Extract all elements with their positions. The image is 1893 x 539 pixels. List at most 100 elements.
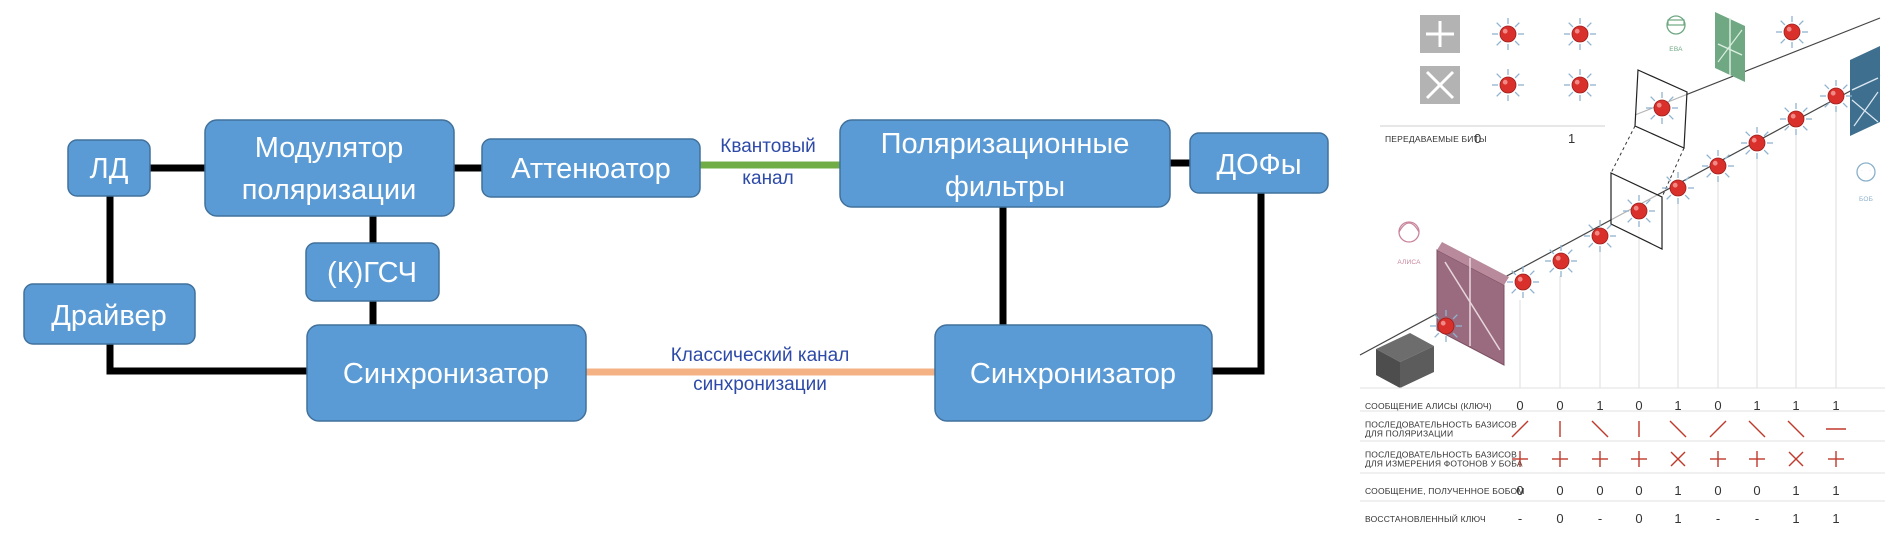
table-row-label: ДЛЯ ИЗМЕРЕНИЯ ФОТОНОВ У БОБА <box>1365 459 1523 469</box>
basis-diag-down-symbol <box>1748 420 1766 438</box>
transmitted-bits-label: ПЕРЕДАВАЕМЫЕ БИТЫ <box>1385 134 1487 144</box>
block-attenuator: Аттенюатор <box>481 138 701 198</box>
basis-cross-symbol <box>1670 451 1686 467</box>
bit1-label: 1 <box>1568 131 1575 146</box>
photons <box>1430 16 1852 342</box>
photon-7 <box>1702 150 1734 182</box>
basis-plus-symbol <box>1828 451 1844 467</box>
block-driver-label: Драйвер <box>51 300 166 332</box>
quantum-channel-label-2: канал <box>742 168 793 189</box>
photon-9 <box>1780 103 1812 135</box>
table-cell: 0 <box>1516 483 1523 498</box>
block-driver: Драйвер <box>23 283 196 345</box>
table-cell: 1 <box>1753 398 1760 413</box>
block-diagram: Квантовый канал Классический канал синхр… <box>23 119 1329 422</box>
photon-2 <box>1507 266 1539 298</box>
bob-filter <box>1850 46 1880 136</box>
table-cell: 1 <box>1792 398 1799 413</box>
bob-label: БОБ <box>1859 196 1873 203</box>
quantum-channel-label-1: Квантовый <box>720 136 815 157</box>
block-filters-label-1: Поляризационные <box>881 128 1130 160</box>
block-dofy-label: ДОФы <box>1216 149 1301 181</box>
legend-photons <box>1492 18 1596 101</box>
table-cell: 0 <box>1596 483 1603 498</box>
table-cell: 1 <box>1832 511 1839 526</box>
table-cell: 1 <box>1792 511 1799 526</box>
table-cell: 0 <box>1714 398 1721 413</box>
alice-label: АЛИСА <box>1397 259 1421 266</box>
eve-avatar <box>1666 15 1686 35</box>
table-row-label: ПОСЛЕДОВАТЕЛЬНОСТЬ БАЗИСОВ <box>1365 450 1517 460</box>
wires <box>106 159 1265 375</box>
table-cell: 1 <box>1792 483 1799 498</box>
bb84-illustration: ПЕРЕДАВАЕМЫЕ БИТЫ 0 1 АЛИСА <box>1359 12 1885 526</box>
block-modulator-label-1: Модулятор <box>255 132 404 164</box>
eve-intercept <box>1610 69 1688 250</box>
basis-diag-down-symbol <box>1787 420 1805 438</box>
table-cell: 1 <box>1674 511 1681 526</box>
alice-filter <box>1436 242 1509 366</box>
block-filters-label-2: фильтры <box>945 171 1065 203</box>
basis-plus-symbol <box>1552 451 1568 467</box>
bob-avatar <box>1856 162 1876 182</box>
wire-ld-sync <box>106 196 307 375</box>
table-cell: 1 <box>1832 483 1839 498</box>
block-sync-left-label: Синхронизатор <box>343 358 549 390</box>
basis-diag-down-symbol <box>1669 420 1687 438</box>
block-sync-right-label: Синхронизатор <box>970 358 1176 390</box>
table-row-label: ПОСЛЕДОВАТЕЛЬНОСТЬ БАЗИСОВ <box>1365 420 1517 430</box>
basis-plus-symbol <box>1749 451 1765 467</box>
basis-cross-symbol <box>1788 451 1804 467</box>
photon-10 <box>1820 80 1852 112</box>
eve-photon-1 <box>1646 92 1678 124</box>
table-cell: 1 <box>1674 398 1681 413</box>
basis-diag-up-symbol <box>1511 420 1529 438</box>
eve-label: ЕВА <box>1669 46 1683 53</box>
eve-photon-2 <box>1776 16 1808 48</box>
block-ld-label: ЛД <box>90 153 129 185</box>
table-cell: 0 <box>1635 511 1642 526</box>
block-sync-right: Синхронизатор <box>934 324 1213 422</box>
alice-avatar <box>1398 221 1420 243</box>
table-cell: - <box>1755 511 1759 526</box>
column-guides <box>1519 108 1837 388</box>
table-cell: 0 <box>1516 398 1523 413</box>
table-cell: 0 <box>1556 398 1563 413</box>
eve-filter <box>1715 12 1745 82</box>
table-cell: 0 <box>1714 483 1721 498</box>
legend-photon-1 <box>1492 18 1524 50</box>
block-ld: ЛД <box>67 139 151 197</box>
photon-4 <box>1584 220 1616 252</box>
block-modulator-label-2: поляризации <box>242 174 417 206</box>
table-cell: 1 <box>1596 398 1603 413</box>
photon-3 <box>1545 245 1577 277</box>
block-attenuator-label: Аттенюатор <box>511 153 671 185</box>
basis-plus-symbol <box>1512 451 1528 467</box>
basis-legend <box>1420 15 1460 104</box>
photon-8 <box>1741 127 1773 159</box>
classical-channel-label-2: синхронизации <box>693 374 827 395</box>
table-cell: 0 <box>1635 483 1642 498</box>
table-cell: 1 <box>1832 398 1839 413</box>
block-rng: (К)ГСЧ <box>305 242 440 302</box>
block-rng-label: (К)ГСЧ <box>327 257 417 289</box>
basis-diag-up-symbol <box>1709 420 1727 438</box>
photon-6 <box>1662 172 1694 204</box>
table-row-label: ВОССТАНОВЛЕННЫЙ КЛЮЧ <box>1365 513 1486 524</box>
laser-source <box>1376 333 1434 388</box>
block-modulator: Модулятор поляризации <box>204 119 455 217</box>
classical-channel-label-1: Классический канал <box>671 345 850 366</box>
table-cell: - <box>1598 511 1602 526</box>
table-cell: 1 <box>1674 483 1681 498</box>
photon-5 <box>1623 195 1655 227</box>
block-dofy: ДОФы <box>1189 132 1329 194</box>
table-row-label: СООБЩЕНИЕ, ПОЛУЧЕННОЕ БОБОМ <box>1365 486 1525 496</box>
table-cell: 0 <box>1556 511 1563 526</box>
table-row-label: ДЛЯ ПОЛЯРИЗАЦИИ <box>1365 429 1453 439</box>
legend-photon-4 <box>1564 69 1596 101</box>
block-polarization-filters: Поляризационные фильтры <box>839 119 1171 208</box>
table-row-label: СООБЩЕНИЕ АЛИСЫ (КЛЮЧ) <box>1365 401 1492 411</box>
table-cell: 0 <box>1753 483 1760 498</box>
